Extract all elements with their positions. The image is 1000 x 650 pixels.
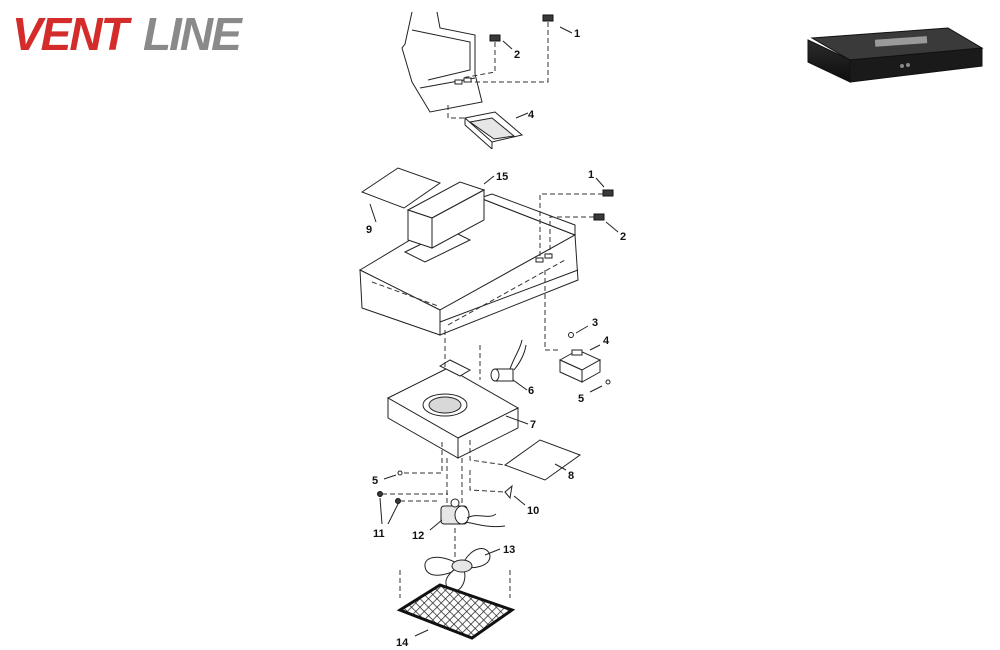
filter-panel-part-9 <box>360 167 442 209</box>
fan-blade-part-13 <box>424 548 491 592</box>
top-cabinet-assembly <box>401 11 524 150</box>
hood-body <box>358 193 579 336</box>
callout-14: 14 <box>396 637 409 649</box>
charcoal-filter-part-8 <box>503 439 582 481</box>
switch-part-1-mid <box>602 189 614 197</box>
motor-part-12 <box>440 498 506 528</box>
nut-parts-11 <box>377 491 401 504</box>
bracket-part-10 <box>504 484 513 500</box>
switch-part-1-top <box>542 14 554 22</box>
switch-housing-part-4 <box>558 349 602 383</box>
screw-part-5-right <box>605 379 611 385</box>
callout-11: 11 <box>373 528 385 540</box>
duct-connector-part-15 <box>406 181 486 249</box>
callout-1-top: 1 <box>574 28 580 40</box>
switch-part-2-mid <box>593 213 605 221</box>
callout-2-top: 2 <box>514 49 520 61</box>
callout-5-left: 5 <box>372 475 378 487</box>
callout-2-mid: 2 <box>620 231 626 243</box>
logo-line-text: LINE <box>143 8 243 60</box>
callout-10: 10 <box>527 505 539 517</box>
callout-8: 8 <box>568 470 574 482</box>
capacitor-part-6 <box>490 339 527 382</box>
callout-12: 12 <box>412 530 424 542</box>
range-hood-photo <box>807 27 984 83</box>
screw-part-5-left <box>397 470 403 476</box>
grease-filter-part-14 <box>396 583 516 640</box>
callout-15: 15 <box>496 171 508 183</box>
switch-part-2-top <box>489 34 501 42</box>
blower-housing-part-7 <box>386 359 520 459</box>
callout-4-mid: 4 <box>603 335 610 347</box>
callout-6: 6 <box>528 385 534 397</box>
callout-5-right: 5 <box>578 393 584 405</box>
callout-13: 13 <box>503 544 515 556</box>
callout-3: 3 <box>592 317 598 329</box>
ventline-logo: VENT LINE <box>12 8 245 60</box>
callout-4-top: 4 <box>528 109 535 121</box>
logo-vent-text: VENT <box>12 8 133 60</box>
screw-part-3 <box>568 332 574 338</box>
callout-9: 9 <box>366 224 372 236</box>
callout-7: 7 <box>530 419 536 431</box>
callout-1-mid: 1 <box>588 169 594 181</box>
